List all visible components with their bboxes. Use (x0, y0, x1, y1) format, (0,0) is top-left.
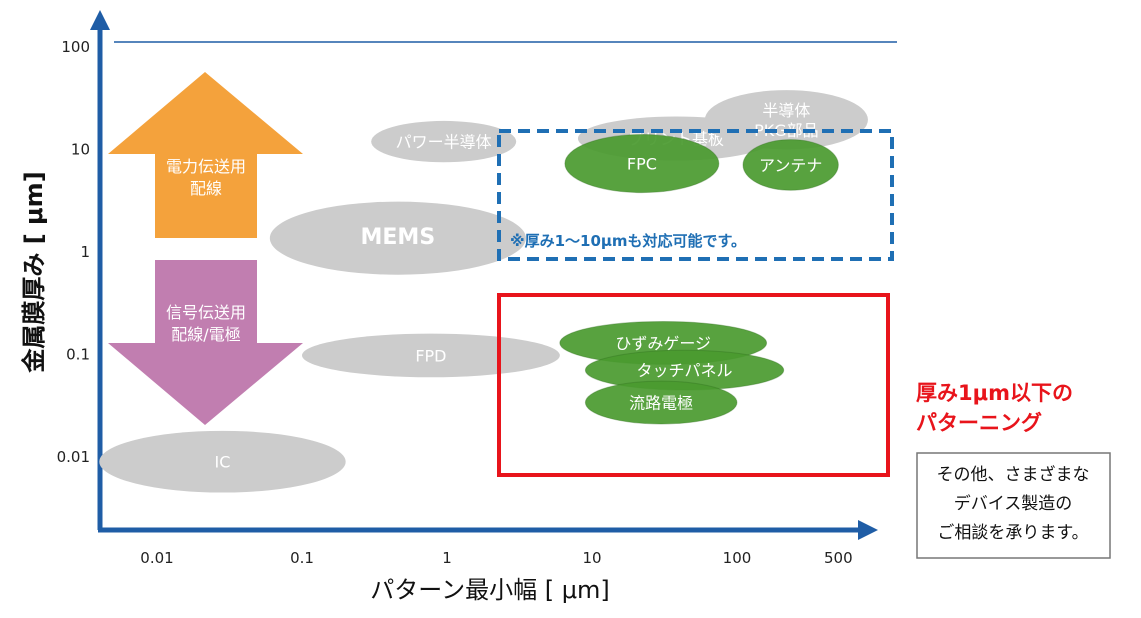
y-axis-title: 金属膜厚み [ μm] (20, 171, 48, 373)
y-tick-label: 0.01 (57, 448, 90, 466)
x-tick-label: 10 (582, 549, 601, 567)
consult-box-line2: デバイス製造の (954, 493, 1073, 514)
region-ellipse (584, 380, 738, 425)
signal-arrow-down (108, 260, 303, 425)
region: MEMS (269, 201, 526, 275)
region-ellipse (742, 139, 839, 191)
region-label: パワー半導体 (396, 133, 492, 152)
region-ellipse (704, 90, 868, 150)
y-tick-label: 1 (80, 243, 90, 261)
y-tick-label: 10 (71, 141, 90, 159)
region-label: 半導体 (762, 101, 810, 120)
blue-box-note: ※厚み1〜10μmも対応可能です。 (510, 232, 746, 250)
region-ellipse (371, 120, 517, 163)
ticks-group: 0.01 0.1 1 10 100 500 0.01 0.1 1 10 100 (57, 38, 853, 567)
x-tick-label: 500 (824, 549, 853, 567)
consult-box-line3: ご相談を承ります。 (937, 523, 1088, 543)
x-tick-label: 100 (723, 549, 752, 567)
red-box (497, 293, 890, 477)
red-label-line1: 厚み1μm以下の (916, 381, 1073, 405)
region-ellipse (302, 333, 560, 378)
regions-group: パワー半導体MEMSFPDICプリント基板半導体PKG部品FPCアンテナひずみゲ… (99, 90, 868, 493)
signal-arrow-label-line2: 配線/電極 (171, 325, 240, 344)
region: FPC (564, 134, 720, 194)
region: アンテナ (742, 139, 839, 191)
region: IC (99, 430, 346, 493)
y-axis-arrowhead (90, 10, 110, 30)
region-ellipse (99, 430, 346, 493)
region-label: FPD (415, 346, 446, 365)
y-tick-label: 0.1 (66, 346, 90, 364)
region-label: ひずみゲージ (615, 334, 711, 353)
signal-arrow-label-line1: 信号伝送用 (166, 303, 246, 322)
power-arrow-up (108, 72, 303, 238)
power-arrow-label-line1: 電力伝送用 (166, 157, 246, 176)
x-tick-label: 1 (442, 549, 452, 567)
x-tick-label: 0.01 (140, 549, 173, 567)
red-label-line2: パターニング (916, 411, 1042, 435)
region-label: MEMS (361, 225, 436, 250)
y-tick-label: 100 (61, 38, 90, 56)
region-label: FPC (627, 155, 657, 174)
power-arrow-label-line2: 配線 (190, 179, 222, 198)
x-tick-label: 0.1 (290, 549, 314, 567)
region-label: IC (215, 453, 231, 472)
consult-box-line1: その他、さまざまな (937, 464, 1090, 485)
region-ellipse (564, 134, 720, 194)
blue-dashed-box (497, 129, 894, 261)
x-axis-title: パターン最小幅 [ μm] (370, 576, 609, 604)
region-label: タッチパネル (637, 361, 733, 380)
region-label: アンテナ (759, 156, 822, 175)
region: 流路電極 (584, 380, 738, 425)
region-label: 流路電極 (629, 394, 693, 413)
region: FPD (302, 333, 560, 378)
region-ellipse (269, 201, 526, 275)
region: パワー半導体 (371, 120, 517, 163)
x-axis-arrowhead (858, 520, 878, 540)
consult-box (916, 452, 1111, 559)
